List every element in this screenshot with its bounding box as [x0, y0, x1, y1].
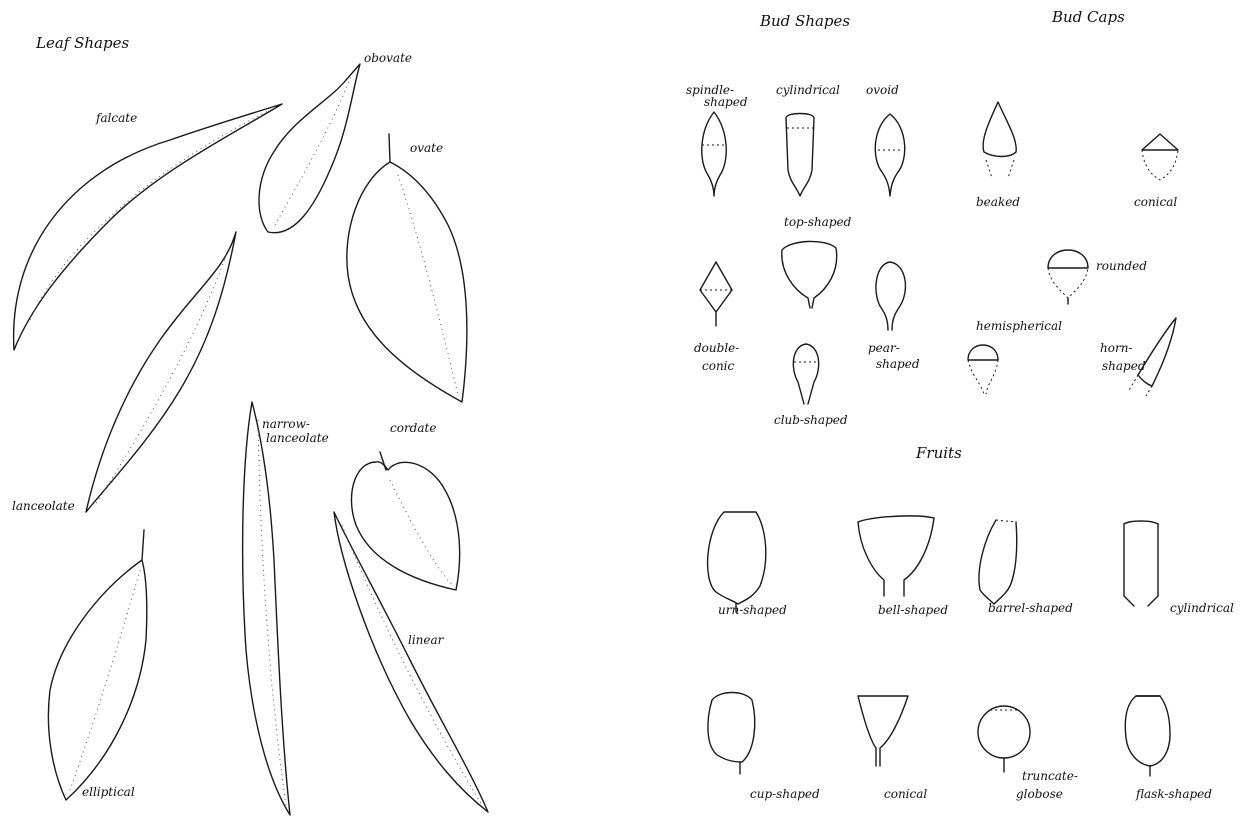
- label-narrow-lanceolate-2: lanceolate: [266, 431, 329, 445]
- leaf-shapes-panel: Leaf Shapes falcate obovate ovate lanceo…: [12, 34, 488, 815]
- fruit-bell-shaped: [858, 516, 934, 596]
- bud-caps-title: Bud Caps: [1051, 8, 1125, 26]
- label-double-conic-2: conic: [702, 359, 735, 373]
- leaf-obovate: [259, 64, 360, 233]
- label-pear-shaped-2: shaped: [876, 357, 920, 371]
- fruit-cylindrical: [1124, 521, 1158, 606]
- label-cylindrical-bud: cylindrical: [776, 83, 840, 97]
- label-linear: linear: [408, 633, 445, 647]
- label-falcate: falcate: [95, 111, 137, 125]
- label-cordate: cordate: [390, 421, 436, 435]
- label-club-shaped: club-shaped: [774, 413, 848, 427]
- bud-top-shaped: [782, 241, 837, 308]
- label-rounded: rounded: [1096, 259, 1147, 273]
- label-double-conic-1: double-: [694, 341, 739, 355]
- label-hemispherical: hemispherical: [976, 319, 1062, 333]
- label-barrel-shaped: barrel-shaped: [988, 601, 1073, 615]
- label-lanceolate: lanceolate: [12, 499, 75, 513]
- label-narrow-lanceolate-1: narrow-: [262, 417, 310, 431]
- bud-shapes-title: Bud Shapes: [759, 12, 850, 30]
- label-ovate: ovate: [410, 141, 443, 155]
- leaf-shapes-title: Leaf Shapes: [35, 34, 129, 52]
- fruit-conical: [858, 696, 908, 766]
- label-conical-fruit: conical: [884, 787, 927, 801]
- bud-ovoid: [875, 114, 904, 196]
- bud-double-conic: [700, 262, 732, 326]
- label-horn-shaped-2: shaped: [1102, 359, 1146, 373]
- cap-horn-shaped: [1128, 318, 1176, 396]
- label-truncate-globose-1: truncate-: [1022, 769, 1078, 783]
- bud-caps-panel: Bud Caps beaked conical rounded hemisphe…: [968, 8, 1178, 396]
- cap-beaked: [983, 102, 1016, 178]
- leaf-ovate: [347, 134, 467, 402]
- label-beaked: beaked: [976, 195, 1020, 209]
- bud-spindle-shaped: [702, 112, 727, 196]
- label-ovoid: ovoid: [866, 83, 899, 97]
- cap-rounded: [1048, 250, 1088, 304]
- bud-club-shaped: [793, 344, 818, 404]
- label-spindle-2: shaped: [704, 95, 748, 109]
- label-truncate-globose-2: globose: [1016, 787, 1063, 801]
- fruit-truncate-globose: [978, 706, 1030, 772]
- cap-conical: [1142, 134, 1178, 180]
- fruits-title: Fruits: [915, 444, 962, 462]
- fruit-flask-shaped: [1125, 696, 1170, 776]
- label-flask-shaped: flask-shaped: [1135, 787, 1212, 801]
- label-bell-shaped: bell-shaped: [878, 603, 948, 617]
- bud-pear-shaped: [876, 262, 906, 330]
- label-pear-shaped-1: pear-: [868, 341, 900, 355]
- label-cylindrical-fruit: cylindrical: [1170, 601, 1234, 615]
- leaf-linear: [334, 512, 488, 812]
- bud-cylindrical: [786, 114, 814, 197]
- cap-hemispherical: [968, 345, 998, 394]
- label-urn-shaped: urn-shaped: [718, 603, 787, 617]
- fruits-panel: Fruits urn-shaped bell-shaped barrel-sha…: [708, 444, 1234, 801]
- leaf-lanceolate: [86, 232, 236, 512]
- label-horn-shaped-1: horn-: [1100, 341, 1132, 355]
- fruit-barrel-shaped: [979, 520, 1017, 604]
- bud-shapes-panel: Bud Shapes spindle- shaped cylindrical o…: [686, 12, 920, 427]
- label-conical-cap: conical: [1134, 195, 1177, 209]
- label-cup-shaped: cup-shaped: [750, 787, 820, 801]
- label-top-shaped: top-shaped: [784, 215, 852, 229]
- leaf-cordate: [351, 452, 459, 590]
- fruit-cup-shaped: [708, 693, 755, 775]
- leaf-narrow-lanceolate: [243, 402, 290, 815]
- label-obovate: obovate: [364, 51, 412, 65]
- leaf-elliptical: [48, 530, 146, 800]
- fruit-urn-shaped: [708, 512, 766, 612]
- leaf-falcate: [14, 104, 282, 350]
- label-elliptical: elliptical: [82, 785, 135, 799]
